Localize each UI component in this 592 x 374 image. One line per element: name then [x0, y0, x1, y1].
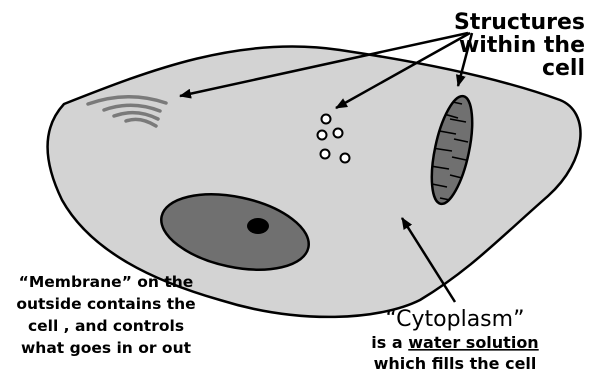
membrane-label-line1: “Membrane” on the [19, 273, 194, 291]
vesicle [318, 131, 327, 140]
membrane-label-line3: cell , and controls [28, 317, 184, 335]
cytoplasm-label-line2-prefix: is a [371, 333, 408, 352]
cytoplasm-label-water-solution: water solution [408, 333, 538, 352]
structures-label-line1: Structures [454, 10, 585, 35]
membrane-label: “Membrane” on the outside contains the c… [16, 273, 195, 357]
nucleolus [247, 218, 269, 234]
vesicle [334, 129, 343, 138]
cytoplasm-label: “Cytoplasm” is a water solution which fi… [371, 307, 538, 373]
structures-label-line2: within the [459, 33, 585, 58]
cytoplasm-label-line2: is a water solution [371, 333, 538, 352]
cytoplasm-title: “Cytoplasm” [386, 307, 525, 332]
vesicle [341, 154, 350, 163]
structures-label-line3: cell [542, 56, 585, 81]
cytoplasm-label-line3: which fills the cell [374, 354, 537, 373]
vesicle [322, 115, 331, 124]
membrane-label-line4: what goes in or out [21, 339, 192, 357]
structures-label: Structures within the cell [454, 10, 585, 81]
membrane-label-line2: outside contains the [16, 295, 195, 313]
vesicle [321, 150, 330, 159]
